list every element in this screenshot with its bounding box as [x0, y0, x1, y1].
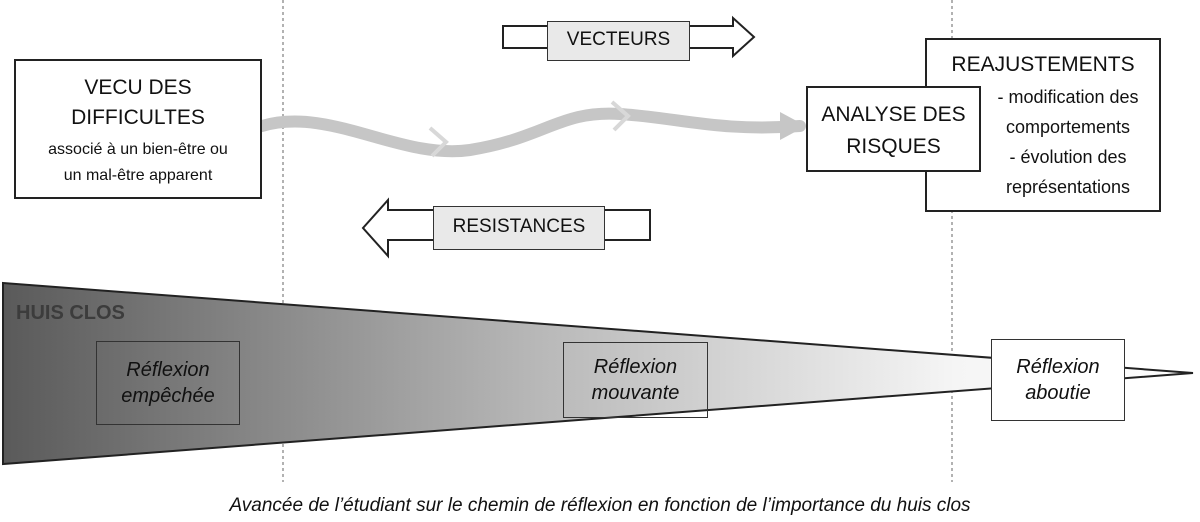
reflexion-empechee-line-1: Réflexion	[126, 359, 210, 381]
vecu-line-2: DIFFICULTES	[71, 106, 205, 129]
reflexion-mouvante-line-1: Réflexion	[593, 356, 678, 378]
analyse-box: ANALYSE DES RISQUES	[806, 86, 981, 172]
reflexion-empechee-line-2: empêchée	[121, 385, 215, 407]
reflexion-empechee-box: Réflexion empêchée	[96, 341, 240, 425]
reajustements-item-2b: représentations	[1005, 177, 1131, 197]
reajustements-item-1b: comportements	[1005, 117, 1131, 137]
vecu-line-4: un mal-être apparent	[63, 167, 213, 184]
analyse-line-1: ANALYSE DES	[821, 103, 966, 126]
huis-clos-wedge	[2, 281, 1194, 466]
reajustements-item-2a: - évolution des	[1009, 147, 1127, 167]
wavy-arrowhead	[780, 112, 806, 140]
vecteurs-label: VECTEURS	[547, 21, 690, 61]
reflexion-mouvante-box: Réflexion mouvante	[563, 342, 708, 418]
reajustements-item-1a: - modification des	[997, 87, 1139, 107]
wavy-chevron-2	[610, 100, 631, 132]
vecu-line-1: VECU DES	[84, 76, 192, 99]
wavy-path	[256, 107, 806, 158]
reajustements-title: REAJUSTEMENTS	[951, 53, 1135, 76]
figure-caption: Avancée de l’étudiant sur le chemin de r…	[229, 495, 971, 516]
reflexion-aboutie-line-2: aboutie	[1025, 382, 1091, 404]
reflexion-aboutie-box: Réflexion aboutie	[991, 339, 1125, 421]
reflexion-mouvante-line-2: mouvante	[591, 382, 680, 404]
vecu-box: VECU DES DIFFICULTES associé à un bien-ê…	[14, 59, 262, 199]
huis-clos-label: HUIS CLOS	[16, 302, 125, 324]
reflexion-aboutie-line-1: Réflexion	[1016, 356, 1100, 378]
vecu-line-3: associé à un bien-être ou	[48, 141, 228, 158]
analyse-line-2: RISQUES	[846, 135, 941, 158]
wavy-chevron-1	[428, 126, 449, 158]
resistances-label: RESISTANCES	[433, 206, 605, 250]
